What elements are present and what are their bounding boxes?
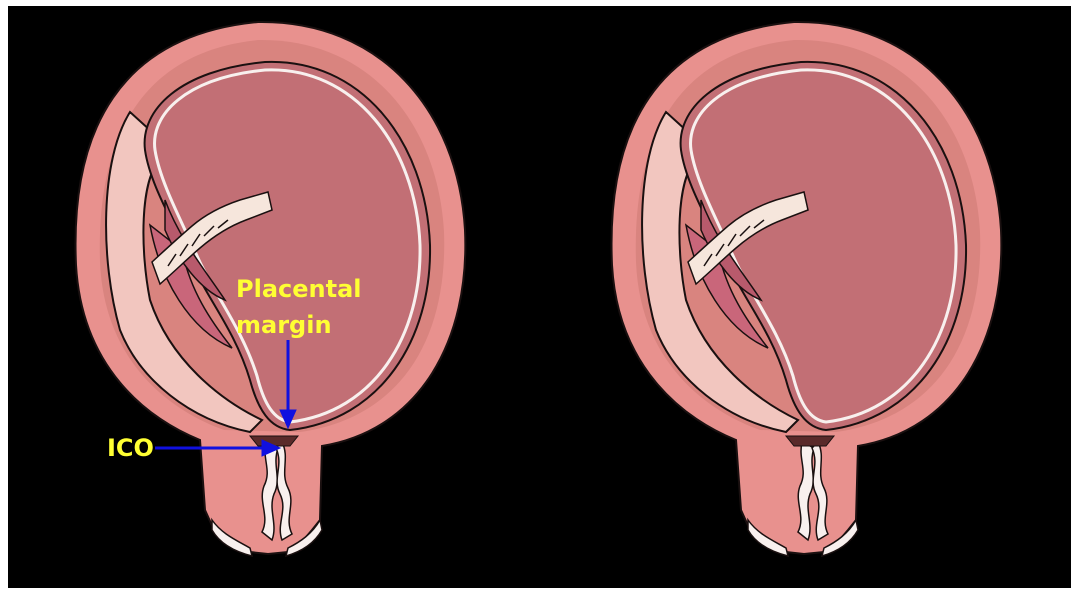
placental-margin-label-line2: margin	[236, 311, 332, 339]
ico-label: ICO	[107, 434, 154, 462]
uterus-right	[612, 22, 1002, 556]
placental-margin-label-line1: Placental	[236, 275, 362, 303]
